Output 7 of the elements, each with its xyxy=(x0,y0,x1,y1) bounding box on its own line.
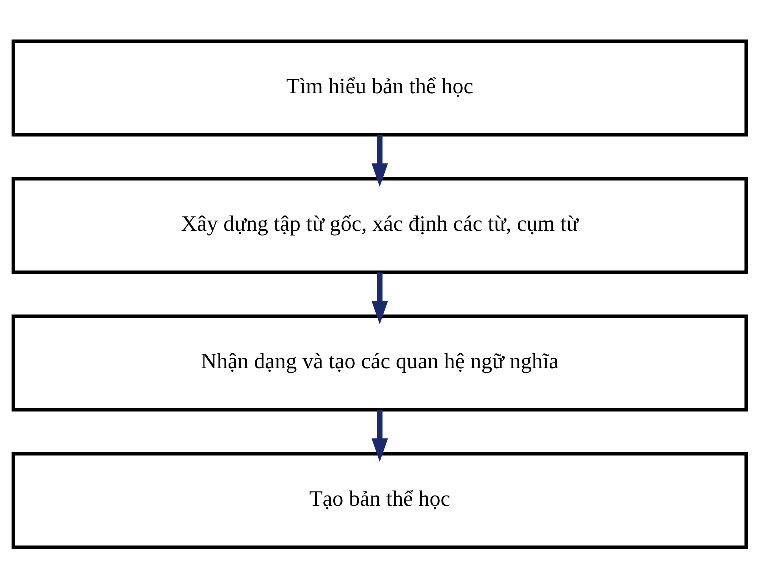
arrow xyxy=(372,134,388,187)
node-box: Xây dựng tập từ gốc, xác định các từ, cụm từ xyxy=(12,176,748,274)
arrow xyxy=(372,410,388,462)
node-box: Tạo bản thể học xyxy=(12,452,748,549)
arrow xyxy=(372,272,388,324)
node-box: Nhận dạng và tạo các quan hệ ngữ nghĩa xyxy=(12,314,748,412)
node-box: Tìm hiểu bản thể học xyxy=(12,39,748,136)
